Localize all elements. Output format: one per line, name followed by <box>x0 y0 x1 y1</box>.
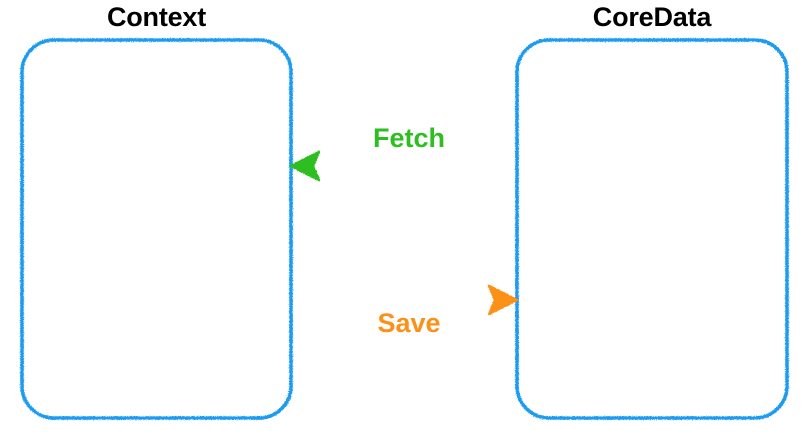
edge-label-save: Save <box>377 308 441 338</box>
edge-label-fetch: Fetch <box>372 123 445 153</box>
node-title-coredata: CoreData <box>592 2 712 32</box>
node-context-box[interactable] <box>20 38 293 420</box>
coredata-box-outline <box>515 38 789 420</box>
edge-save-arrow[interactable] <box>289 284 519 316</box>
save-arrowhead-icon <box>487 284 519 316</box>
edge-fetch-arrow[interactable] <box>289 150 519 182</box>
context-box-outline <box>20 38 293 420</box>
fetch-arrowhead-icon <box>289 150 321 182</box>
node-title-context: Context <box>106 2 207 32</box>
node-coredata-box[interactable] <box>515 38 789 420</box>
